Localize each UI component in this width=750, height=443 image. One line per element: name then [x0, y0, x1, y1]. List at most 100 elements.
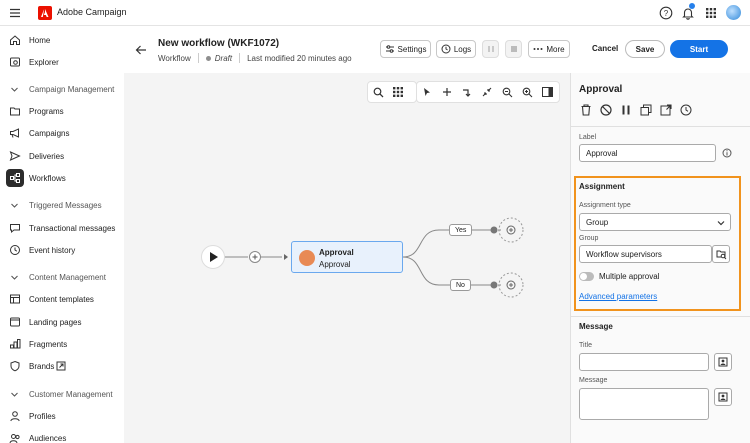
sidebar-item-campaigns[interactable]: Campaigns [0, 124, 124, 142]
section-label: Content Management [29, 272, 106, 282]
brand-name[interactable]: Adobe Campaign [57, 7, 127, 17]
disable-icon[interactable] [599, 103, 613, 117]
message-body-label: Message [579, 377, 608, 384]
group-input[interactable]: Workflow supervisors [579, 245, 712, 263]
megaphone-icon [10, 128, 19, 138]
landing-page-icon [10, 317, 20, 327]
copy-icon[interactable] [639, 103, 653, 117]
section-label: Triggered Messages [29, 200, 102, 210]
back-arrow-icon[interactable] [135, 44, 147, 56]
delete-icon[interactable] [579, 103, 593, 117]
personalization-icon [718, 357, 728, 367]
history-icon[interactable] [679, 103, 693, 117]
collapse-icon[interactable] [477, 82, 497, 102]
pointer-icon[interactable] [417, 82, 437, 102]
search-icon[interactable] [368, 82, 388, 102]
sidebar-item-workflows[interactable]: Workflows [0, 169, 124, 187]
sidebar-item-landing-pages[interactable]: Landing pages [0, 313, 124, 331]
divider [239, 53, 241, 63]
add-icon[interactable] [437, 82, 457, 102]
sidebar-item-home[interactable]: Home [0, 31, 124, 49]
settings-button[interactable]: Settings [380, 40, 431, 58]
more-dots-icon [533, 48, 543, 50]
play-icon [210, 252, 218, 262]
group-picker-button[interactable] [712, 245, 730, 263]
approval-activity-node[interactable]: Approval Approval [291, 241, 403, 273]
start-node[interactable] [201, 245, 225, 269]
sidebar-section-customer-management[interactable]: Customer Management [0, 386, 124, 402]
pause-icon [487, 46, 494, 52]
zoom-in-icon[interactable] [517, 82, 537, 102]
title-personalization-button[interactable] [714, 353, 732, 371]
sidebar-item-label: Profiles [29, 411, 56, 421]
panel-toggle-icon[interactable] [537, 82, 557, 102]
sidebar-section-campaign-management[interactable]: Campaign Management [0, 81, 124, 97]
help-icon[interactable]: ? [659, 6, 673, 20]
pause-button[interactable] [482, 40, 499, 58]
open-options-icon[interactable] [659, 103, 673, 117]
save-button[interactable]: Save [625, 40, 665, 58]
settings-sliders-icon [385, 45, 394, 53]
logs-button[interactable]: Logs [436, 40, 476, 58]
zoom-out-icon[interactable] [497, 82, 517, 102]
start-button[interactable]: Start [670, 40, 728, 58]
audience-icon [9, 434, 20, 443]
workflow-canvas[interactable]: Approval Approval Yes No [124, 73, 570, 443]
assignment-type-select[interactable]: Group [579, 213, 731, 231]
more-button[interactable]: More [528, 40, 570, 58]
sidebar: Home Explorer Campaign Management Progra… [0, 26, 124, 443]
sidebar-item-explorer[interactable]: Explorer [0, 53, 124, 71]
multiple-approval-toggle[interactable] [579, 272, 594, 281]
connect-icon[interactable] [457, 82, 477, 102]
apps-grid-icon[interactable] [704, 6, 718, 20]
label-input[interactable]: Approval [579, 144, 716, 162]
assignment-type-label: Assignment type [579, 202, 631, 209]
sidebar-item-programs[interactable]: Programs [0, 102, 124, 120]
cancel-button[interactable]: Cancel [592, 44, 619, 53]
message-title-input[interactable] [579, 353, 709, 371]
menu-icon[interactable] [9, 7, 21, 19]
more-label: More [546, 44, 565, 54]
sidebar-item-label: Content templates [29, 294, 94, 304]
grid-icon[interactable] [388, 82, 408, 102]
sidebar-item-brands[interactable]: Brands [0, 357, 124, 375]
stop-button[interactable] [505, 40, 522, 58]
home-icon [10, 35, 20, 45]
message-body-input[interactable] [579, 388, 709, 420]
user-avatar[interactable] [726, 5, 741, 20]
pause-icon[interactable] [619, 103, 633, 117]
advanced-parameters-link[interactable]: Advanced parameters [579, 292, 658, 301]
sidebar-item-transactional-messages[interactable]: Transactional messages [0, 219, 124, 237]
sidebar-item-label: Home [29, 35, 51, 45]
sidebar-item-label: Transactional messages [29, 223, 116, 233]
sidebar-item-event-history[interactable]: Event history [0, 241, 124, 259]
node-subtitle: Approval [319, 260, 351, 269]
sidebar-section-content-management[interactable]: Content Management [0, 269, 124, 285]
sidebar-item-content-templates[interactable]: Content templates [0, 290, 124, 308]
label-field-label: Label [579, 134, 597, 141]
adobe-logo-icon [38, 6, 52, 20]
sidebar-item-label: Brands [29, 361, 55, 371]
info-icon[interactable] [722, 148, 732, 158]
assignment-section-title: Assignment [579, 182, 625, 191]
workflow-connectors [225, 217, 524, 298]
sidebar-item-fragments[interactable]: Fragments [0, 335, 124, 353]
panel-title: Approval [579, 84, 623, 95]
approval-icon [299, 250, 315, 266]
branch-no-label: No [450, 279, 471, 291]
person-icon [10, 411, 20, 422]
history-icon [441, 44, 451, 54]
bell-icon[interactable] [681, 6, 695, 20]
top-bar: Adobe Campaign ? [0, 0, 750, 26]
chevron-down-icon [11, 203, 18, 208]
divider [571, 316, 750, 317]
sidebar-item-deliveries[interactable]: Deliveries [0, 147, 124, 165]
sidebar-item-label: Event history [29, 245, 76, 255]
sidebar-item-audiences[interactable]: Audiences [0, 429, 124, 443]
workflow-icon [10, 173, 20, 183]
message-personalization-button[interactable] [714, 388, 732, 406]
sidebar-item-profiles[interactable]: Profiles [0, 407, 124, 425]
divider [571, 126, 750, 127]
sidebar-section-triggered-messages[interactable]: Triggered Messages [0, 197, 124, 213]
properties-panel: Approval Label Approval Assignment Assig… [570, 73, 750, 443]
